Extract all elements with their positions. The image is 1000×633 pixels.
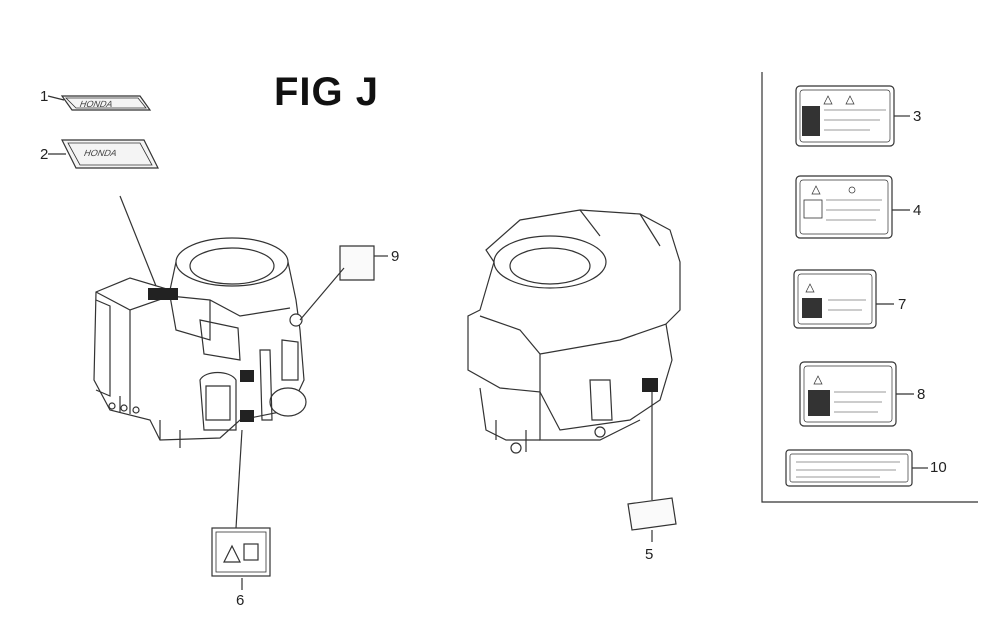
- label-5: [627, 497, 677, 531]
- callout-10: 10: [930, 459, 947, 476]
- callout-1: 1: [40, 88, 49, 105]
- label-2-brand-plate: HONDA: [61, 139, 159, 169]
- label-10: [785, 449, 913, 487]
- label-3: [795, 85, 895, 147]
- label-4: [795, 175, 893, 239]
- callout-7: 7: [898, 296, 907, 313]
- label-panel-bracket: [761, 72, 978, 503]
- callout-9: 9: [391, 248, 400, 265]
- label-1-brand-plate: HONDA: [60, 95, 152, 111]
- callout-3: 3: [913, 108, 922, 125]
- label-2-brand-text: HONDA: [83, 148, 120, 158]
- label-6: [211, 527, 271, 577]
- engine-left: [93, 237, 307, 448]
- figure-title: FIG J: [274, 70, 380, 114]
- label-9: [339, 245, 375, 281]
- callout-2: 2: [40, 146, 49, 163]
- callout-8: 8: [917, 386, 926, 403]
- callout-5: 5: [645, 546, 654, 563]
- callout-4: 4: [913, 202, 922, 219]
- engine-right: [467, 209, 681, 454]
- callout-6: 6: [236, 592, 245, 609]
- label-1-brand-text: HONDA: [78, 99, 115, 109]
- label-8: [799, 361, 897, 427]
- label-7: [793, 269, 877, 329]
